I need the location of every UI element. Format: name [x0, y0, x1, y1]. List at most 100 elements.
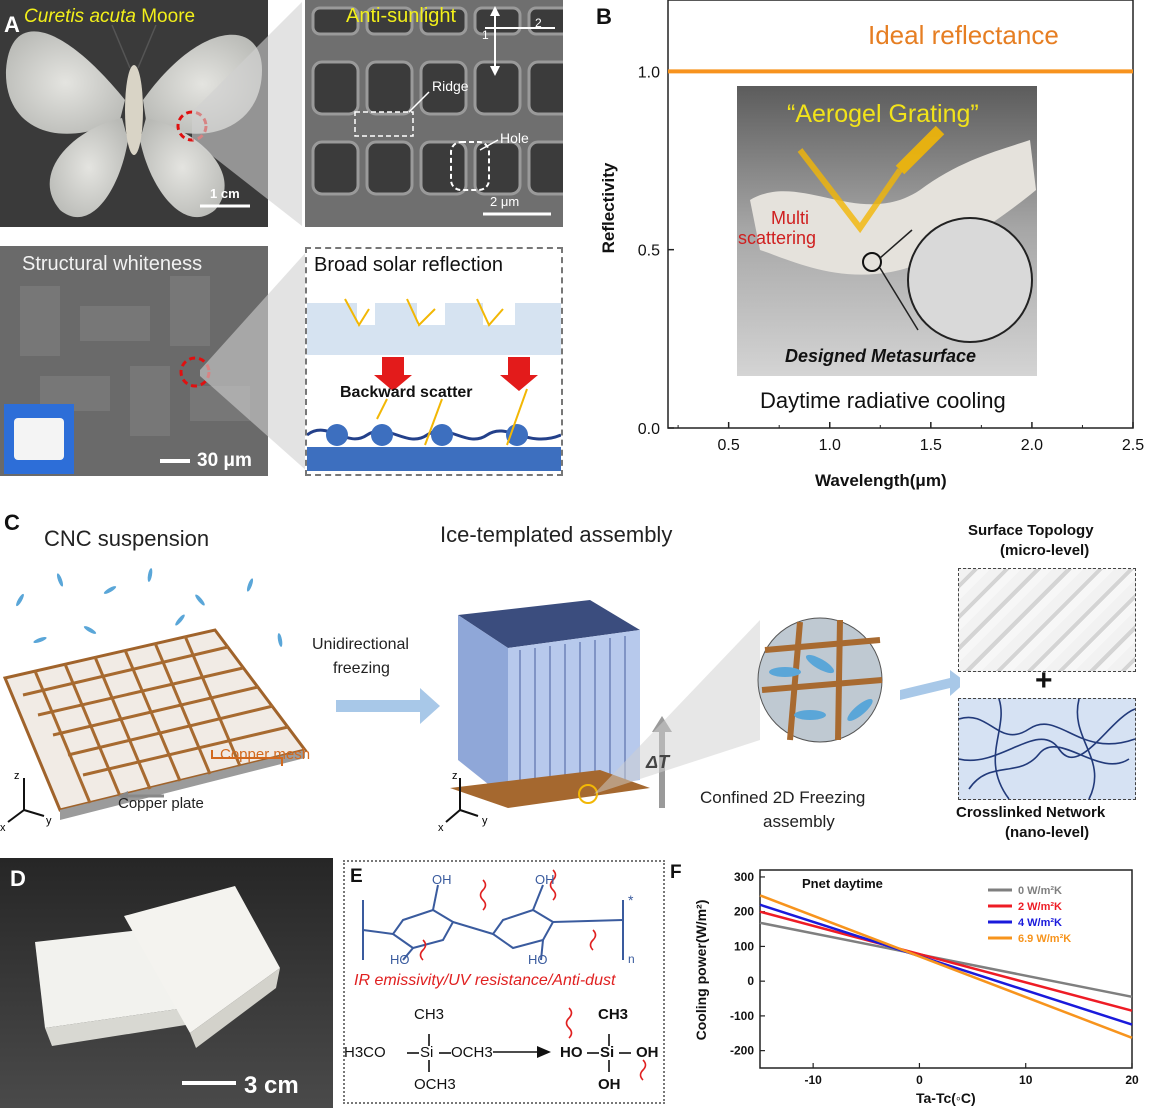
freezing-label: freezing [333, 660, 390, 677]
h3co-label: H3CO [344, 1044, 386, 1061]
x-tick-label-b: 1.5 [920, 437, 942, 454]
ho-si-label: HO [560, 1044, 583, 1061]
copper-mesh-label: Copper mesh [220, 746, 311, 763]
y-tick-label-f: 100 [734, 939, 754, 953]
ho-bottom-right: HO [528, 952, 548, 967]
legend-label-0: 0 W/m²K [1018, 885, 1062, 897]
delta-t-label: ΔT [646, 752, 670, 772]
assembly-process-illustration [2, 568, 960, 823]
oh-si-bottom-label: OH [598, 1076, 621, 1093]
pnet-annotation: Pnet daytime [802, 876, 883, 891]
x-tick-label-f: 10 [1019, 1073, 1033, 1087]
y-tick-label-f: -100 [730, 1009, 754, 1023]
scattering-label: scattering [738, 228, 816, 248]
och3-bottom-label: OCH3 [414, 1076, 456, 1093]
och3-right-label: OCH3 [451, 1044, 493, 1061]
aerogel-grating-label: “Aerogel Grating” [787, 100, 979, 128]
scale-bar-2um-label: 2 μm [490, 194, 520, 209]
axis-z-middle: z [452, 770, 458, 782]
oh-top-left: OH [432, 872, 452, 887]
structural-whiteness-label: Structural whiteness [22, 253, 203, 275]
cnc-suspension-label: CNC suspension [44, 526, 210, 551]
plus-sign: + [1035, 664, 1053, 697]
ho-bottom-left: HO [390, 952, 410, 967]
y-tick-label-b: 0.5 [638, 243, 660, 260]
reflectivity-chart: 0.5 1.0 1.5 2.0 2.5 0.0 0.5 1.0 Ideal reflectan… [599, 0, 1144, 490]
scale-bar-3cm-label: 3 cm [244, 1072, 299, 1099]
panel-c-letter: C [4, 510, 20, 535]
zoom-wedge-bottom [200, 250, 308, 472]
axis-x-left: x [0, 822, 6, 834]
y-tick-label-f: 0 [747, 974, 754, 988]
panel-f-letter: F [670, 862, 682, 883]
daytime-cooling-label: Daytime radiative cooling [760, 388, 1006, 413]
surface-topology-label: Surface Topology [968, 522, 1094, 539]
species-label: Curetis acuta Moore [24, 6, 196, 27]
series-line-0 [759, 921, 1133, 999]
ideal-reflectance-label: Ideal reflectance [868, 20, 1059, 50]
x-tick-label-f: -10 [804, 1073, 822, 1087]
x-tick-label-f: 0 [916, 1073, 923, 1087]
chart-b-ylabel: Reflectivity [600, 162, 618, 253]
panel-e-letter: E [350, 866, 363, 887]
copper-plate-label: Copper plate [118, 795, 204, 812]
crosslinked-label: Crosslinked Network [956, 804, 1106, 821]
scale-bar-1cm-label: 1 cm [210, 186, 240, 201]
hole-label: Hole [500, 130, 529, 146]
surface-topology-image [958, 568, 1136, 672]
x-tick-label-b: 1.0 [819, 437, 841, 454]
crosslinked-network-image [958, 698, 1136, 800]
oh-top-right: OH [535, 872, 555, 887]
chemistry-panel [343, 860, 665, 1104]
ch3-left-top: CH3 [414, 1006, 445, 1023]
confined-label-1: Confined 2D Freezing [700, 788, 866, 807]
x-tick-label-f: 20 [1125, 1073, 1139, 1087]
x-tick-label-b: 2.5 [1122, 437, 1144, 454]
anti-sunlight-label: Anti-sunlight [346, 5, 457, 27]
y-tick-label-f: -200 [730, 1044, 754, 1058]
panel-b-letter: B [596, 4, 612, 29]
arrow-2-label: 2 [535, 16, 542, 30]
ice-templated-label: Ice-templated assembly [440, 522, 673, 547]
axis-y-middle: y [482, 815, 488, 827]
micro-level-label: (micro-level) [1000, 542, 1090, 559]
series-line-1 [759, 910, 1133, 1012]
aerogel-render [737, 86, 1037, 376]
plot-frame-f [759, 869, 1133, 1069]
chart-f-xlabel: Ta-Tc(◦C) [916, 1090, 976, 1106]
scale-bar-30um-label: 30 μm [197, 450, 252, 471]
ch3-right-top: CH3 [598, 1006, 629, 1023]
designed-metasurface-label: Designed Metasurface [785, 346, 976, 366]
broad-solar-label: Broad solar reflection [314, 254, 503, 276]
unidirectional-label: Unidirectional [312, 636, 409, 653]
series-line-2 [759, 903, 1133, 1026]
series-line-3 [759, 894, 1133, 1039]
backward-scatter-label: Backward scatter [340, 384, 473, 401]
panel-a-letter: A [4, 12, 20, 37]
confined-label-2: assembly [763, 812, 835, 831]
zoom-wedge-top [192, 2, 302, 226]
chart-b-xlabel: Wavelength(μm) [815, 471, 947, 490]
legend-label-3: 6.9 W/m²K [1018, 933, 1071, 945]
nano-level-label: (nano-level) [1005, 824, 1090, 841]
chart-b-axes: 0.5 1.0 1.5 2.0 2.5 0.0 0.5 1.0 [638, 64, 1144, 454]
copper-mesh-left [2, 628, 308, 820]
multi-label: Multi [771, 208, 809, 228]
repeat-n-label: n [628, 952, 635, 966]
aerogel-photo [0, 858, 333, 1108]
y-tick-label-b: 1.0 [638, 64, 660, 81]
x-tick-label-b: 0.5 [718, 437, 740, 454]
axis-x-middle: x [438, 822, 444, 834]
broad-solar-schematic [305, 247, 563, 476]
chart-f-ylabel: Cooling power(W/m²) [693, 900, 709, 1041]
y-tick-label-f: 300 [734, 870, 754, 884]
ridge-label: Ridge [432, 78, 469, 94]
panel-d-letter: D [10, 866, 26, 891]
arrow-1-label: 1 [482, 28, 489, 42]
y-tick-label-b: 0.0 [638, 421, 660, 438]
x-tick-label-b: 2.0 [1021, 437, 1043, 454]
oh-si-right-label: OH [636, 1044, 659, 1061]
y-tick-label-f: 200 [734, 905, 754, 919]
chemistry-structures [362, 869, 647, 1081]
